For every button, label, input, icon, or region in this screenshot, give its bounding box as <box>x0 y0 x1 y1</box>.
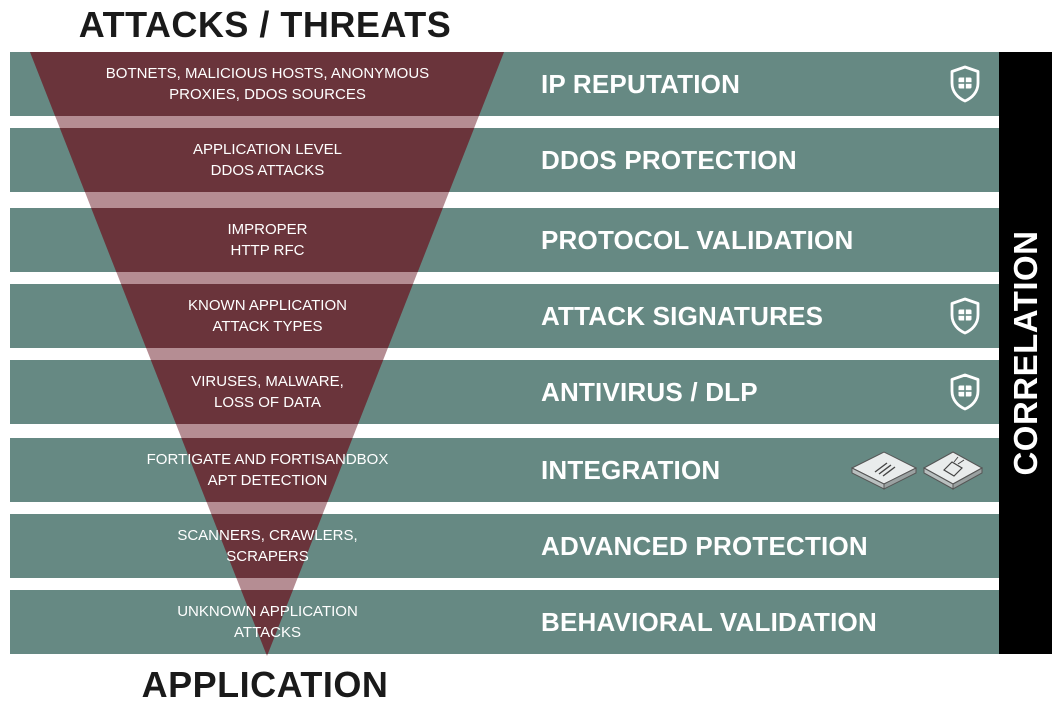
layer-label-integration: INTEGRATION <box>541 454 721 485</box>
threat-text: UNKNOWN APPLICATION ATTACKS <box>177 603 358 641</box>
threat-text: BOTNETS, MALICIOUS HOSTS, ANONYMOUS PROX… <box>105 65 430 103</box>
fortigate-appliance-icon <box>850 451 918 490</box>
correlation-bar: CORRELATION <box>999 52 1052 654</box>
layer-label-ddos-protection: DDOS PROTECTION <box>541 144 797 175</box>
diagram-title-bottom: APPLICATION <box>141 664 389 705</box>
layer-label-attack-signatures: ATTACK SIGNATURES <box>541 300 824 331</box>
layer-label-ip-reputation: IP REPUTATION <box>541 68 741 99</box>
threat-text: IMPROPER HTTP RFC <box>227 221 308 259</box>
layer-label-protocol-validation: PROTOCOL VALIDATION <box>541 224 854 255</box>
threat-text: KNOWN APPLICATION ATTACK TYPES <box>188 297 347 335</box>
threat-text: APPLICATION LEVEL DDOS ATTACKS <box>193 141 342 179</box>
shield-icon <box>950 65 980 103</box>
layer-label-antivirus-dlp: ANTIVIRUS / DLP <box>541 376 758 407</box>
fortisandbox-appliance-icon <box>922 451 984 490</box>
diagram-title-top: ATTACKS / THREATS <box>78 4 452 45</box>
threat-text: VIRUSES, MALWARE, LOSS OF DATA <box>191 373 344 411</box>
shield-icon <box>950 297 980 335</box>
shield-icon <box>950 373 980 411</box>
layer-label-advanced-protection: ADVANCED PROTECTION <box>541 530 868 561</box>
correlation-label: CORRELATION <box>1006 230 1044 476</box>
layer-label-behavioral-validation: BEHAVIORAL VALIDATION <box>541 606 877 637</box>
threat-text: FORTIGATE AND FORTISANDBOX APT DETECTION <box>146 451 389 489</box>
threat-text: SCANNERS, CRAWLERS, SCRAPERS <box>177 527 358 565</box>
